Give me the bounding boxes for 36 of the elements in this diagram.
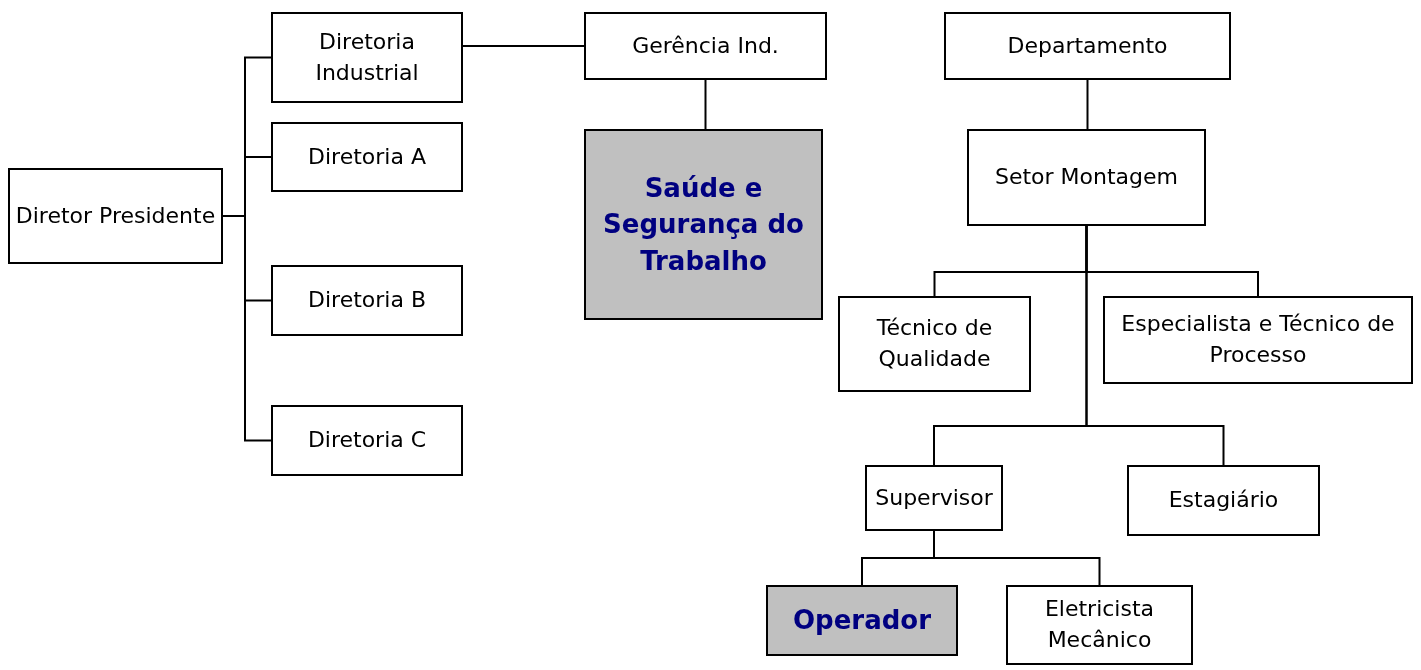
connector-line — [222, 215, 272, 442]
org-box — [8, 168, 223, 264]
connector-line — [1085, 225, 1225, 466]
box-label: Diretor Presidente — [15, 201, 216, 230]
org-box — [967, 129, 1206, 226]
box-label: Diretoria B — [308, 286, 426, 315]
box-label: Estagiário — [1168, 486, 1279, 515]
org-box — [1006, 585, 1193, 665]
org-box — [584, 12, 827, 80]
org-box — [271, 12, 463, 103]
org-box — [1103, 296, 1413, 384]
box-label: Diretoria A — [308, 142, 426, 171]
box-label: Diretoria C — [307, 426, 427, 455]
box-label: Departamento — [1007, 31, 1168, 60]
box-label: Especialista e Técnico de Processo — [1120, 310, 1396, 369]
box-label: Gerência Ind. — [632, 31, 779, 60]
highlighted-box — [584, 129, 823, 320]
highlighted-box — [766, 585, 958, 656]
org-box — [944, 12, 1231, 80]
org-box — [838, 296, 1031, 392]
box-label: Diretoria Industrial — [314, 27, 420, 87]
connector-line — [704, 79, 707, 130]
connector-line — [1086, 79, 1089, 130]
connector-line — [462, 45, 585, 47]
box-label: Técnico de Qualidade — [875, 314, 994, 373]
box-label: Saúde e Segurança do Trabalho — [602, 171, 805, 278]
box-label: Setor Montagem — [994, 163, 1178, 192]
box-label: Operador — [793, 604, 931, 638]
connector-line — [933, 530, 1101, 586]
org-box — [1127, 465, 1320, 536]
box-label: Eletricista Mecânico — [1043, 595, 1156, 654]
org-box — [271, 405, 463, 476]
box-label: Supervisor — [875, 483, 993, 512]
org-box — [271, 122, 463, 192]
org-box — [865, 465, 1003, 531]
org-box — [271, 265, 463, 336]
